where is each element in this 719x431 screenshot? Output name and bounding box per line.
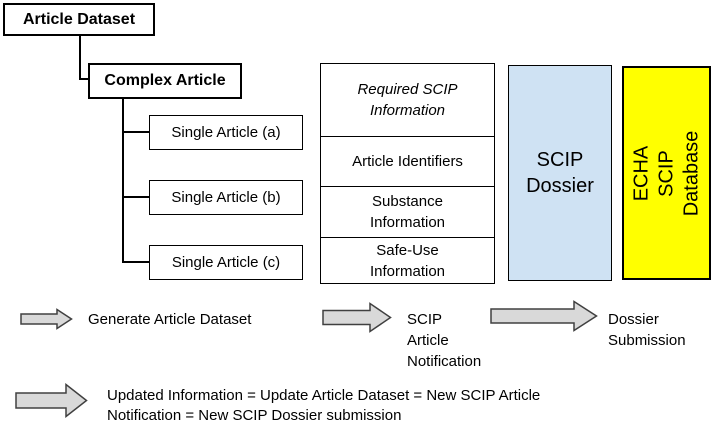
article-dataset-box: Article Dataset <box>3 3 155 36</box>
update-note-text: Updated Information = Update Article Dat… <box>107 387 541 424</box>
dossier-submission-label: Dossier Submission <box>608 311 686 349</box>
arrow-generate-dataset-icon <box>20 308 73 330</box>
connector-dataset-horizontal <box>79 78 89 80</box>
table-row: Article Identifiers <box>321 136 494 186</box>
scip-article-notification-label: SCIP Article Notification <box>407 311 482 370</box>
required-info-table: Required SCIP Information Article Identi… <box>320 63 495 284</box>
generate-article-dataset-label: Generate Article Dataset <box>88 311 252 328</box>
connector-dataset-vertical <box>79 36 81 80</box>
echa-scip-database-label: ECHA SCIP Database <box>630 130 703 216</box>
complex-article-box: Complex Article <box>88 63 242 99</box>
connector-stub-a <box>124 131 149 133</box>
required-info-header: Required SCIP Information <box>321 64 494 136</box>
scip-dossier-label: SCIP Dossier <box>526 149 594 197</box>
row-substance-information: Substance Information <box>369 193 446 231</box>
arrow-dossier-submission-icon <box>490 300 598 332</box>
connector-stub-b <box>124 196 149 198</box>
single-article-a-box: Single Article (a) <box>149 115 303 150</box>
required-info-header-text: Required SCIP Information <box>357 81 458 119</box>
row-safe-use-information: Safe-Use Information <box>369 241 446 280</box>
connector-stub-c <box>124 261 149 263</box>
connector-complex-vertical <box>122 99 124 263</box>
table-row: Safe-Use Information <box>321 237 494 283</box>
row-article-identifiers: Article Identifiers <box>352 153 463 170</box>
table-row: Substance Information <box>321 186 494 237</box>
arrow-update-cycle-icon <box>15 383 88 418</box>
scip-dossier-box: SCIP Dossier <box>508 65 612 281</box>
arrow-scip-notification-icon <box>322 302 392 333</box>
single-article-b-box: Single Article (b) <box>149 180 303 215</box>
echa-scip-database-box: ECHA SCIP Database <box>622 66 711 280</box>
single-article-c-box: Single Article (c) <box>149 245 303 280</box>
